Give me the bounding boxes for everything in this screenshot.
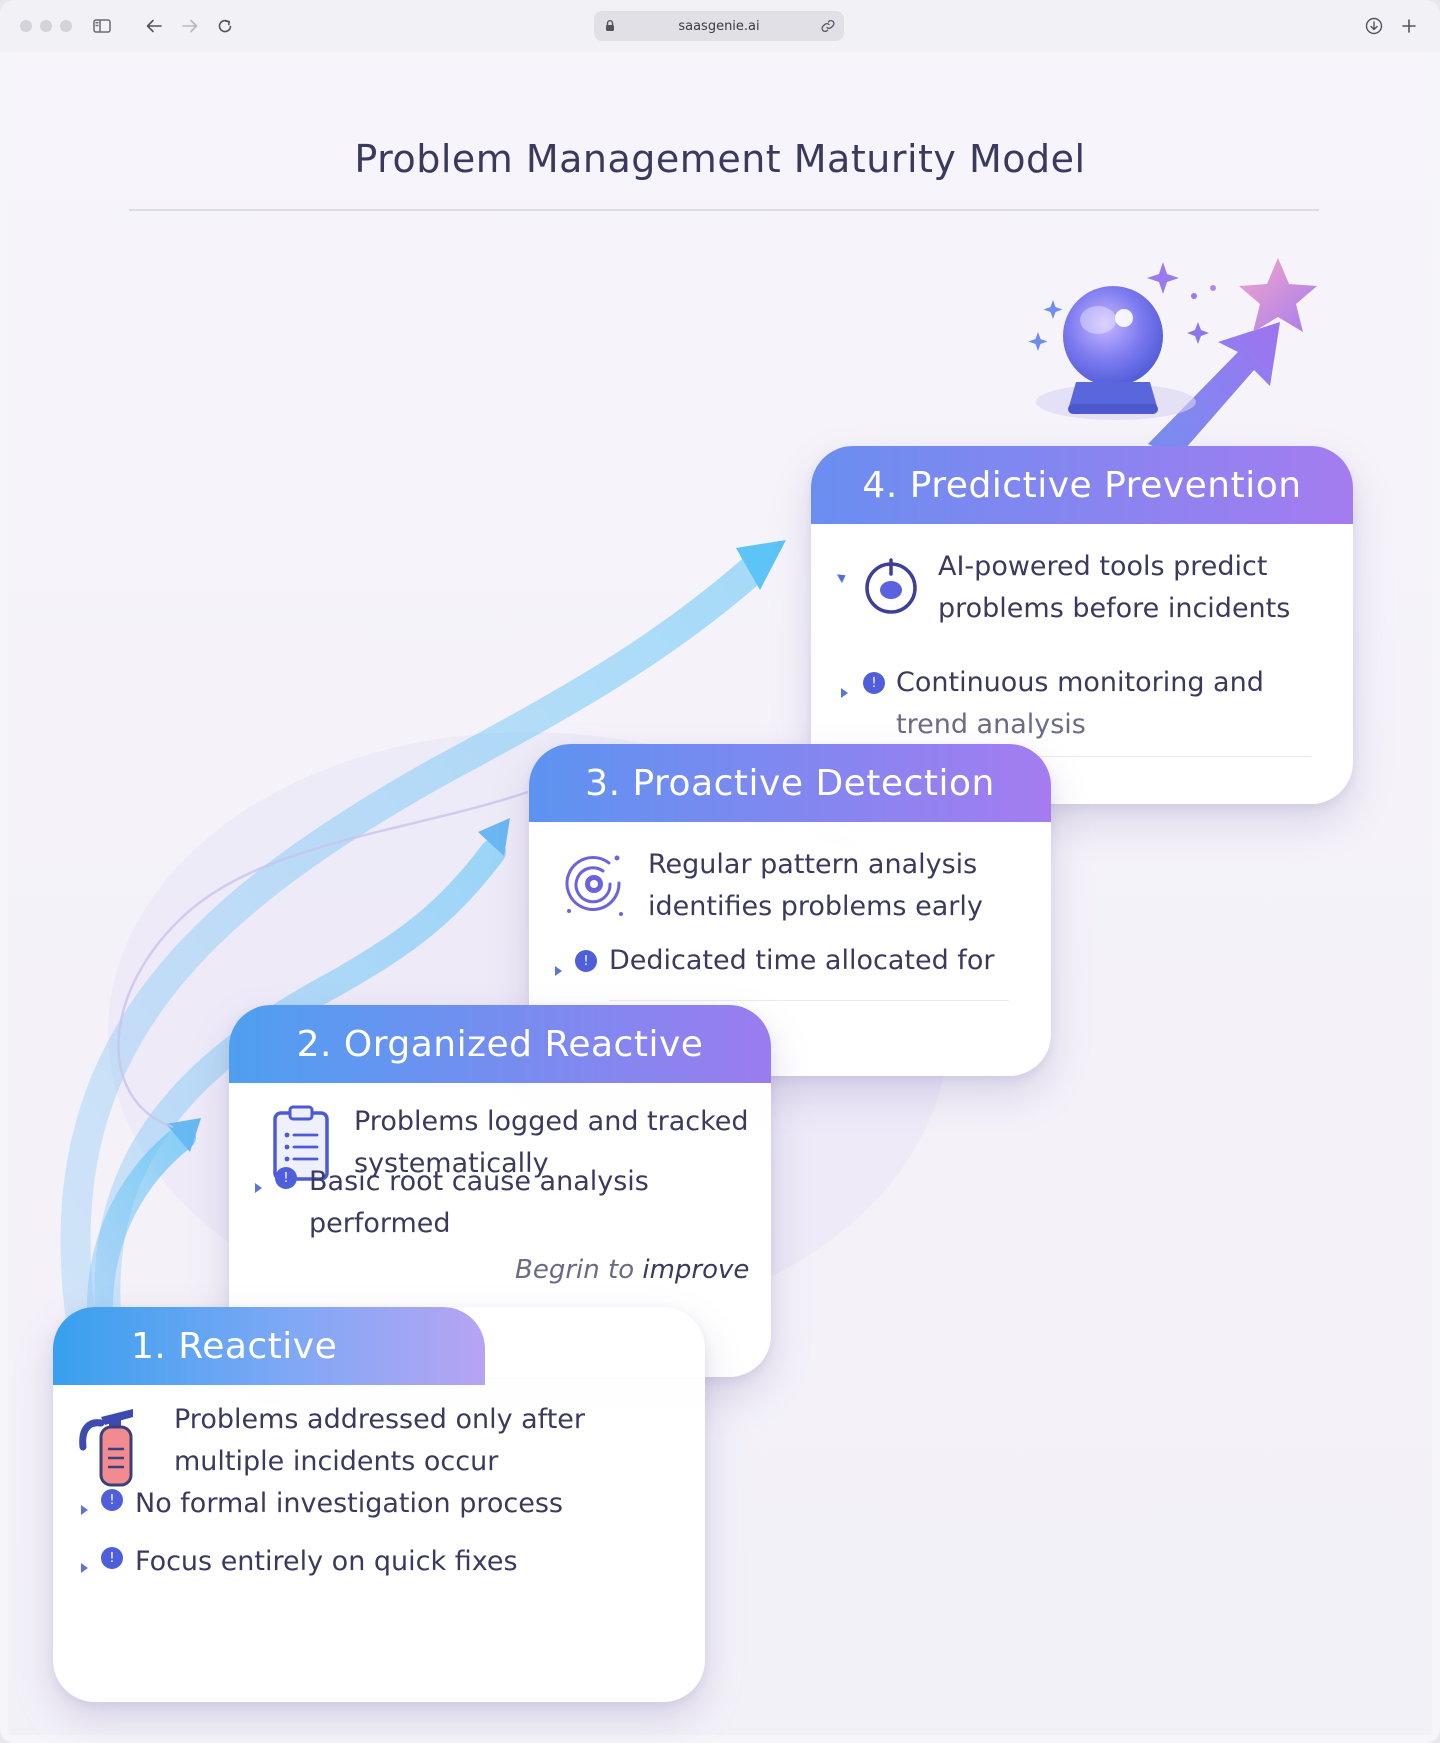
stage-1-bullet-2: Focus entirely on quick fixes <box>135 1546 518 1577</box>
stage-2-bullet-1-line-2: performed <box>309 1208 451 1239</box>
eye-sensor-icon <box>865 558 917 614</box>
browser-toolbar: saasgenie.ai <box>0 0 1440 52</box>
stage-4-bullet-1-line-1: Continuous monitoring and <box>896 667 1264 698</box>
info-dot-icon: ! <box>863 672 885 694</box>
bullet-marker <box>841 688 848 698</box>
row-divider <box>609 1000 1009 1001</box>
note-text: Begrin to <box>515 1255 643 1285</box>
bullet-marker <box>836 570 849 584</box>
forward-arrow-icon[interactable] <box>178 14 202 38</box>
bullet-marker <box>81 1505 88 1515</box>
note-emphasis: improve <box>642 1255 750 1285</box>
new-tab-plus-icon[interactable] <box>1397 14 1421 38</box>
stage-4-bullet-1-line-2: trend analysis <box>896 709 1086 740</box>
link-icon[interactable] <box>820 18 836 34</box>
stage-3-main-line-2: identifies problems early <box>648 891 983 922</box>
stage-3-main-line-1: Regular pattern analysis <box>648 849 978 880</box>
stage-1-main-line-1: Problems addressed only after <box>174 1404 586 1435</box>
fire-extinguisher-icon <box>79 1409 133 1487</box>
title-divider <box>129 209 1319 211</box>
row-divider <box>891 756 1311 757</box>
stage-3-heading: 3. Proactive Detection <box>529 744 1051 822</box>
stage-4-heading: 4. Predictive Prevention <box>811 446 1353 524</box>
info-dot-icon: ! <box>575 950 597 972</box>
minimize-window-button[interactable] <box>40 20 52 32</box>
bullet-marker <box>255 1183 262 1193</box>
clipboard-checklist-icon <box>273 1105 329 1181</box>
stage-1-card: 1. Reactive Problems addressed only afte… <box>53 1307 705 1702</box>
zoom-window-button[interactable] <box>60 20 72 32</box>
stage-1-heading: 1. Reactive <box>53 1307 485 1385</box>
info-dot-icon: ! <box>101 1547 123 1569</box>
back-arrow-icon[interactable] <box>142 14 166 38</box>
bullet-marker <box>555 966 562 976</box>
stage-2-note: Begrin to improve <box>515 1255 749 1285</box>
crystal-ball-icon <box>1036 286 1196 420</box>
stage-3-bullet-1: Dedicated time allocated for <box>609 945 995 976</box>
address-bar[interactable]: saasgenie.ai <box>594 11 844 41</box>
stage-2-main-line-2: systematically <box>354 1148 549 1179</box>
bullet-marker <box>81 1563 88 1573</box>
info-dot-icon: ! <box>101 1489 123 1511</box>
lock-icon <box>606 20 614 31</box>
sidebar-toggle-icon[interactable] <box>90 14 114 38</box>
close-window-button[interactable] <box>20 20 32 32</box>
url-text: saasgenie.ai <box>678 18 760 34</box>
info-dot-icon: ! <box>275 1167 297 1189</box>
reload-icon[interactable] <box>213 14 237 38</box>
radar-target-icon <box>565 855 623 916</box>
stage-4-main-line-1: AI-powered tools predict <box>938 551 1268 582</box>
stage-1-bullet-1: No formal investigation process <box>135 1488 563 1519</box>
page-content: Problem Management Maturity Model <box>8 52 1432 1735</box>
stage-4-main-line-2: problems before incidents <box>938 593 1291 624</box>
page-title: Problem Management Maturity Model <box>354 137 1086 181</box>
download-icon[interactable] <box>1362 14 1386 38</box>
stage-2-heading: 2. Organized Reactive <box>229 1005 771 1083</box>
stage-1-main-line-2: multiple incidents occur <box>174 1446 499 1477</box>
stage-2-main-line-1: Problems logged and tracked <box>354 1106 749 1137</box>
stage-2-bullet-1-line-1: Basic root cause analysis <box>309 1166 649 1197</box>
